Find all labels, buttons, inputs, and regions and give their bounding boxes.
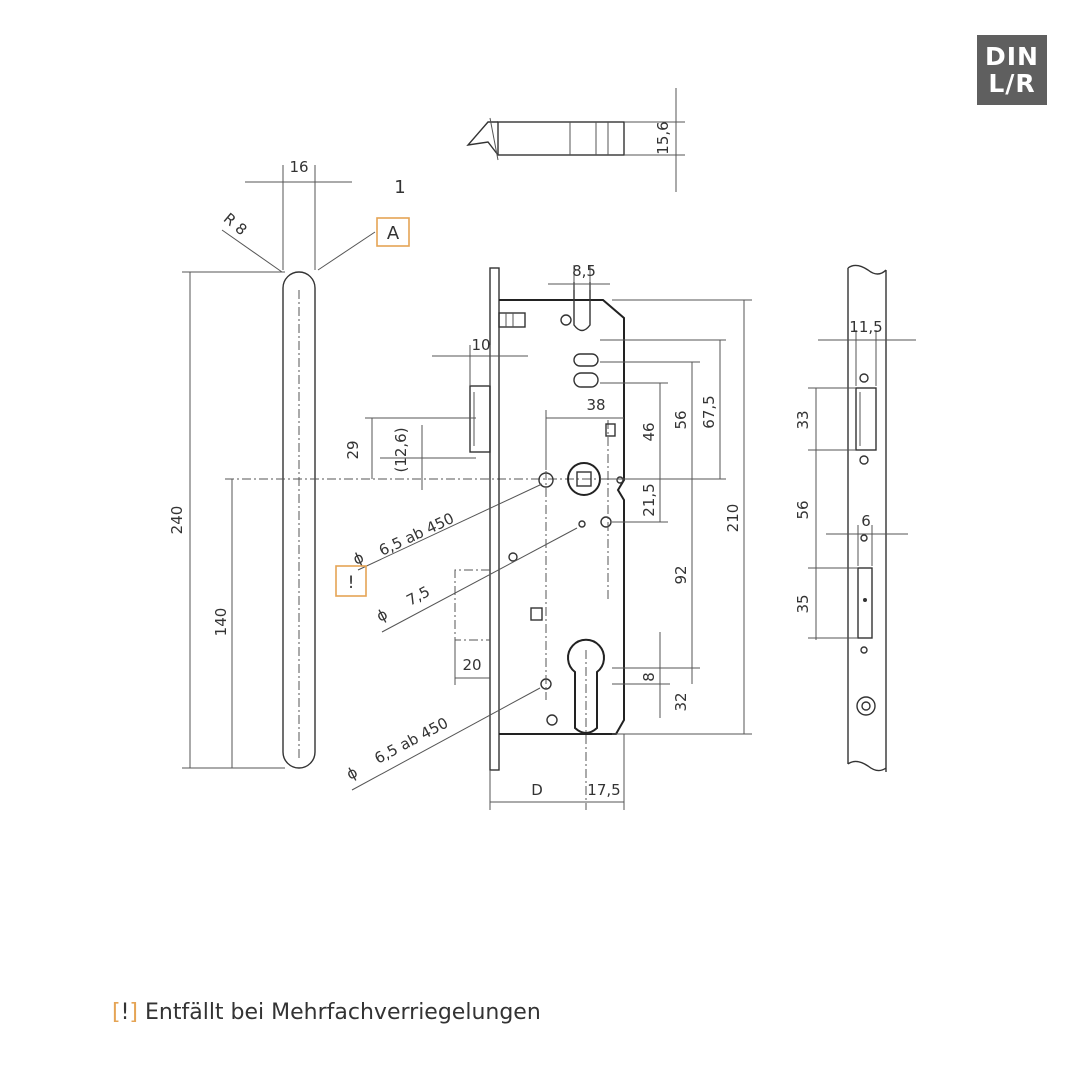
- dim-20: 20: [462, 656, 481, 674]
- dim-8-5: 8,5: [572, 262, 596, 280]
- cylinder-hole: [567, 638, 605, 734]
- lock-body-view: 8,5 10 38 29: [335, 262, 752, 810]
- top-view: 15,6: [466, 88, 685, 192]
- dim-h-140: 140: [212, 608, 230, 637]
- dim-210: 210: [724, 504, 742, 533]
- dim-hole-3-symbol: ϕ: [343, 763, 360, 784]
- side-strip: [847, 264, 887, 772]
- dim-hole-1: 6,5 ab 450: [376, 509, 457, 559]
- faceplate-outline: [282, 271, 316, 769]
- dim-17-5: 17,5: [587, 781, 620, 799]
- dim-38: 38: [586, 396, 605, 414]
- dim-56: 56: [672, 410, 690, 429]
- footnote-bracket-open: [: [112, 1000, 121, 1025]
- footnote-bracket-close: ]: [129, 1000, 139, 1025]
- dim-8: 8: [640, 672, 658, 682]
- faceplate-view: 16 R 8 1 A 240 140: [168, 158, 710, 769]
- dim-10: 10: [471, 336, 490, 354]
- footnote: [!] Entfällt bei Mehrfachverriegelungen: [112, 1000, 541, 1025]
- latch-cutout: [855, 387, 877, 451]
- dim-side-33: 33: [794, 410, 812, 429]
- dim-46: 46: [640, 422, 658, 441]
- dim-radius: R 8: [220, 209, 251, 239]
- din-lr-badge: DIN L/R: [977, 35, 1047, 105]
- callout-excl-box: [335, 565, 367, 597]
- dim-92: 92: [672, 565, 690, 584]
- forend: [489, 267, 500, 771]
- view-number: 1: [394, 177, 405, 198]
- dim-side-11-5: 11,5: [849, 318, 882, 336]
- latch: [469, 385, 491, 453]
- dim-D: D: [531, 781, 543, 799]
- dim-side-35: 35: [794, 594, 812, 613]
- dim-32: 32: [672, 692, 690, 711]
- footnote-text: Entfällt bei Mehrfachverriegelungen: [145, 1000, 541, 1025]
- callout-excl: !: [348, 573, 355, 593]
- dim-side-6: 6: [861, 512, 871, 530]
- side-view: 11,5 33 56 6 35: [794, 264, 916, 772]
- footnote-mark: !: [120, 1000, 130, 1025]
- dim-21-5: 21,5: [640, 483, 658, 516]
- dim-12-6: (12,6): [392, 427, 410, 472]
- dim-hole-2-symbol: ϕ: [373, 605, 390, 626]
- callout-a-box: [376, 217, 410, 247]
- lock-case: [499, 299, 625, 735]
- side-screw: [856, 696, 876, 716]
- dim-side-56: 56: [794, 500, 812, 519]
- badge-line-1: DIN: [985, 42, 1039, 71]
- dim-top-height: 15,6: [654, 121, 672, 154]
- dim-width-16: 16: [289, 158, 308, 176]
- dim-total-240: 240: [168, 506, 186, 535]
- dim-67-5: 67,5: [700, 395, 718, 428]
- dim-29: 29: [344, 440, 362, 459]
- dim-hole-3: 6,5 ab 450: [371, 714, 451, 768]
- bolt-cutout: [857, 567, 873, 639]
- callout-a: A: [387, 223, 400, 244]
- dim-hole-2: 7,5: [403, 582, 433, 609]
- badge-line-2: L/R: [988, 69, 1036, 98]
- top-view-body: [497, 121, 625, 156]
